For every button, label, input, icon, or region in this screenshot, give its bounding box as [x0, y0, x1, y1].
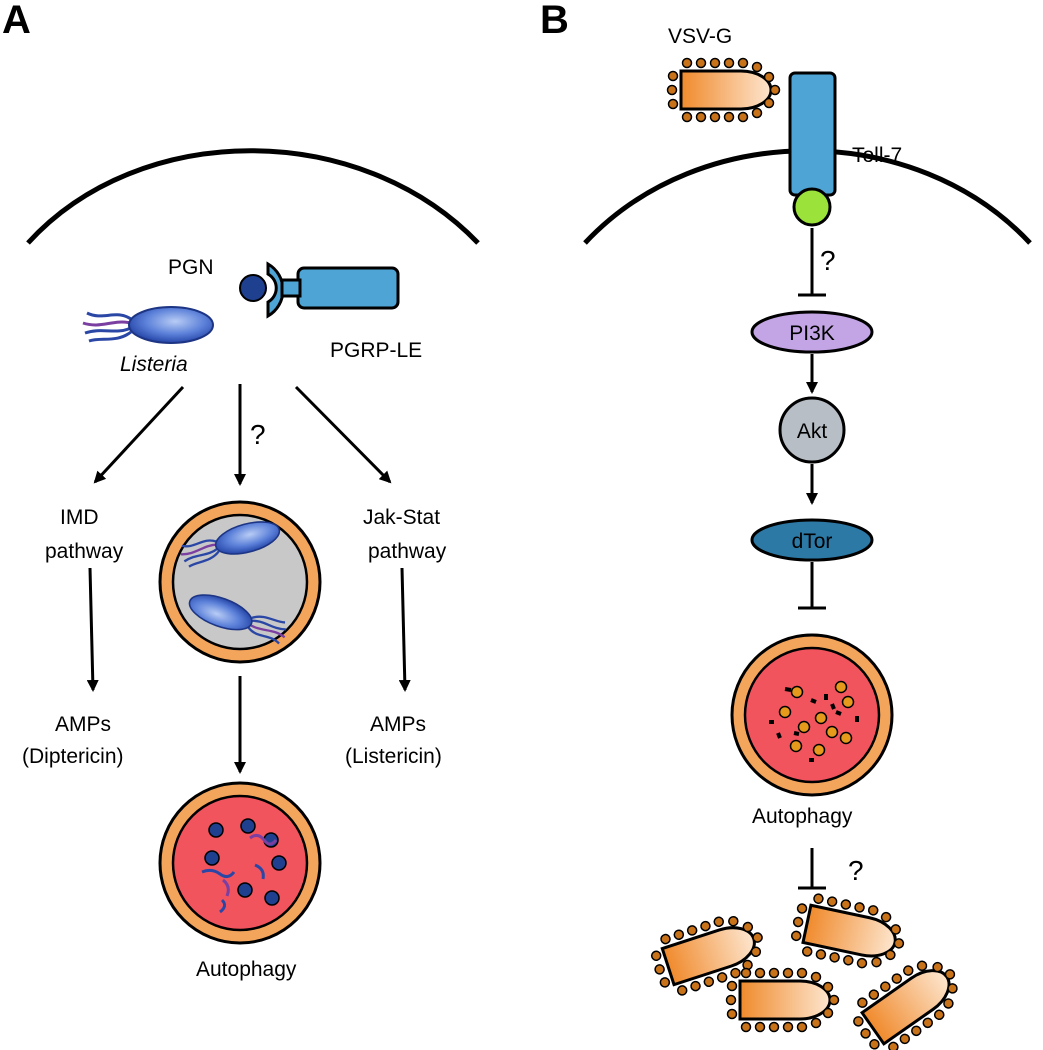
- pgn-label: PGN: [168, 256, 214, 279]
- arrow-to-jakstat: [294, 385, 392, 484]
- panel-b-letter: B: [540, 0, 569, 42]
- autolysosome-b: [730, 633, 894, 797]
- amps-right-line1: AMPs: [370, 713, 426, 736]
- panel-b: B VSV-G Toll-7 ? PI3K Akt dTor: [540, 0, 1032, 1050]
- pi3k-label: PI3K: [789, 322, 835, 345]
- cell-membrane-a: [26, 148, 480, 245]
- toll-7-intracellular-domain: [792, 187, 832, 227]
- unknown-mark-b1: ?: [820, 245, 836, 276]
- imd-label-line2: pathway: [45, 540, 124, 563]
- vsv-virus: [666, 57, 781, 123]
- listeria-label: Listeria: [120, 353, 188, 376]
- jakstat-label-line2: pathway: [368, 540, 447, 563]
- virus-particle: [785, 888, 912, 977]
- autophagy-label-b: Autophagy: [752, 805, 853, 828]
- toll-7-receptor: [788, 71, 837, 197]
- jakstat-label-line1: Jak-Stat: [363, 506, 440, 529]
- amps-left-line1: AMPs: [55, 713, 111, 736]
- akt-node: Akt: [778, 396, 846, 464]
- pgn-molecule: [239, 274, 267, 302]
- unknown-mark-b2: ?: [848, 855, 864, 886]
- listeria-bacterium: [81, 305, 215, 345]
- autophagosome-listeria: [158, 500, 322, 664]
- autophagy-label-a: Autophagy: [196, 958, 297, 981]
- toll-7-label: Toll-7: [852, 144, 902, 167]
- panel-a: A PGN PGRP-LE Listeria ? IMD pathway Jak…: [2, 0, 480, 981]
- virus-particle: [725, 967, 840, 1033]
- pi3k-node: PI3K: [750, 310, 874, 354]
- virus-group: [644, 888, 974, 1050]
- amps-left-line2: (Diptericin): [22, 745, 124, 768]
- arrow-imd-to-amps: [86, 567, 99, 692]
- arrow-to-imd: [93, 385, 185, 484]
- panel-a-letter: A: [2, 0, 31, 42]
- pgrp-le-label: PGRP-LE: [330, 339, 422, 362]
- autolysosome-a: [158, 781, 322, 945]
- akt-label: Akt: [797, 420, 828, 443]
- dtor-node: dTor: [750, 518, 874, 562]
- arrow-jakstat-to-amps: [398, 567, 411, 692]
- vsv-g-label: VSV-G: [668, 25, 732, 48]
- unknown-mark-a: ?: [250, 419, 266, 450]
- amps-right-line2: (Listericin): [345, 745, 442, 768]
- dtor-label: dTor: [792, 530, 833, 553]
- pgrp-le-receptor: [266, 261, 400, 319]
- imd-label-line1: IMD: [60, 506, 99, 529]
